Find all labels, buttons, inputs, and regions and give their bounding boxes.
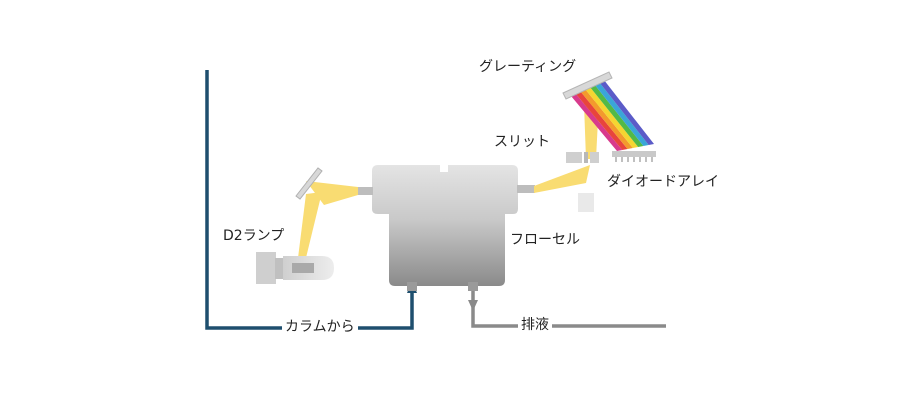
- inlet-port: [407, 282, 417, 291]
- diode-array-pins: [615, 157, 653, 162]
- lamp-to-mirror-beam: [297, 192, 322, 266]
- waste-label: 排液: [518, 318, 552, 332]
- grating-label: グレーティング: [479, 59, 577, 75]
- waste-tube: [471, 285, 666, 328]
- spectrum-band: [580, 89, 633, 149]
- grating-element: [562, 71, 613, 100]
- reference-block: [578, 193, 594, 212]
- spectrum-band: [589, 84, 644, 147]
- slit-label: スリット: [494, 134, 550, 150]
- cell-to-slit-beam: [534, 165, 590, 193]
- right-window: [517, 185, 535, 193]
- spectrum-band: [585, 86, 639, 148]
- spectrum-band: [575, 91, 628, 150]
- flow-cell-label: フローセル: [510, 232, 580, 248]
- spectrum-band: [594, 82, 649, 146]
- flow-cell-body: [372, 165, 518, 286]
- lamp-label: D2ランプ: [223, 228, 285, 244]
- left-window: [356, 187, 373, 195]
- spectrum-band: [599, 80, 654, 145]
- outlet-port: [468, 282, 478, 291]
- diode-array-element: [612, 151, 656, 157]
- diode-array-label: ダイオードアレイ: [607, 174, 719, 190]
- d2-lamp: [256, 252, 334, 284]
- slit-element: [566, 152, 599, 163]
- mirror-to-cell-beam: [306, 181, 358, 205]
- dispersed-spectrum: [571, 80, 654, 151]
- waste-arrow-icon: [468, 300, 478, 311]
- mirror-element: [295, 167, 323, 200]
- from-column-label: カラムから: [282, 320, 358, 334]
- spectrum-band: [571, 93, 623, 151]
